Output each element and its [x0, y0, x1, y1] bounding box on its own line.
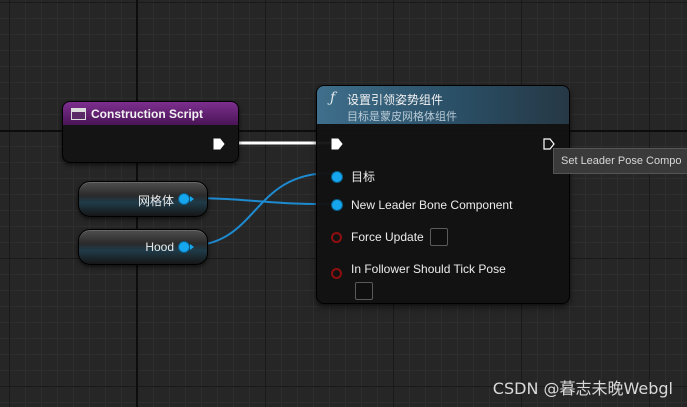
pin-row-target[interactable]: 目标 [331, 168, 375, 185]
pin-label-force-update: Force Update [351, 230, 424, 244]
function-node-title: 设置引领姿势组件 [347, 93, 444, 107]
force-update-checkbox[interactable] [429, 228, 448, 246]
pin-label-new-leader: New Leader Bone Component [351, 198, 513, 212]
follower-tick-checkbox[interactable] [355, 282, 373, 300]
function-node-header[interactable]: ƒ 设置引领姿势组件 目标是蒙皮网格体组件 [317, 86, 569, 124]
bool-pin-icon[interactable] [331, 268, 342, 279]
pin-label-target: 目标 [351, 170, 376, 184]
variable-output-pin-icon[interactable] [178, 193, 194, 205]
wire-mesh-to-leader [186, 197, 334, 206]
object-pin-icon[interactable] [331, 199, 343, 211]
wire-hood-to-target [186, 171, 334, 247]
construction-script-node[interactable]: Construction Script [62, 101, 239, 163]
set-leader-pose-component-node[interactable]: ƒ 设置引领姿势组件 目标是蒙皮网格体组件 目标 New Leader Bone… [316, 85, 570, 304]
pin-row-follower-tick-pose[interactable]: In Follower Should Tick Pose [331, 262, 506, 300]
variable-label-mesh: 网格体 [137, 194, 174, 208]
pin-label-follower-tick: In Follower Should Tick Pose [351, 262, 506, 276]
variable-output-pin-icon[interactable] [178, 241, 194, 253]
exec-input-pin-icon[interactable] [331, 138, 343, 150]
exec-output-pin-icon[interactable] [543, 138, 555, 150]
function-node-subtitle: 目标是蒙皮网格体组件 [347, 111, 457, 123]
function-icon: ƒ [330, 90, 336, 106]
exec-output-pin-icon[interactable] [213, 138, 225, 150]
bool-pin-icon[interactable] [331, 231, 342, 243]
event-graph-icon [71, 107, 86, 120]
pin-row-force-update[interactable]: Force Update [331, 228, 448, 246]
pin-row-new-leader-bone-component[interactable]: New Leader Bone Component [331, 198, 512, 212]
variable-node-hood[interactable]: Hood [78, 229, 208, 265]
variable-label-hood: Hood [145, 240, 174, 254]
watermark: CSDN @暮志未晚Webgl [492, 379, 673, 398]
node-tooltip: Set Leader Pose Compo [553, 148, 687, 174]
object-pin-icon[interactable] [331, 170, 343, 183]
event-node-header[interactable]: Construction Script [63, 102, 238, 125]
event-node-title: Construction Script [91, 106, 204, 121]
variable-node-mesh[interactable]: 网格体 [78, 181, 208, 217]
